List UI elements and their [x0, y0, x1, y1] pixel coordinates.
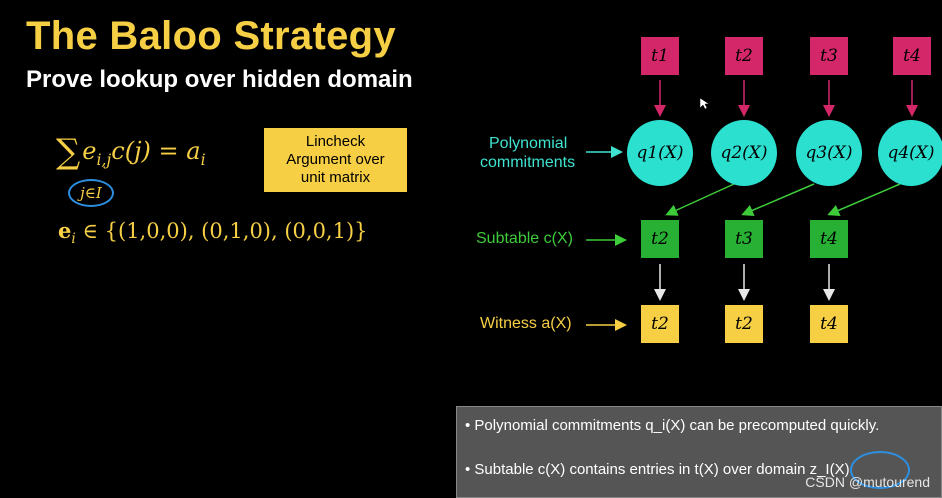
- note-item: • Subtable c(X) contains entries in t(X)…: [465, 461, 850, 478]
- commitment-q2: q2(X): [711, 120, 777, 186]
- table-box-t4: t4: [893, 37, 931, 75]
- notes-box: • Polynomial commitments q_i(X) can be p…: [456, 406, 942, 498]
- commitment-q1: q1(X): [627, 120, 693, 186]
- lincheck-box: Lincheck Argument over unit matrix: [264, 128, 407, 192]
- sum-formula: ∑ei,jc(j) = ai: [56, 132, 206, 172]
- witness-entry: t2: [725, 305, 763, 343]
- commitment-q3: q3(X): [796, 120, 862, 186]
- witness-entry: t2: [641, 305, 679, 343]
- table-box-t3: t3: [810, 37, 848, 75]
- table-box-t2: t2: [725, 37, 763, 75]
- unit-vector-formula: ei ∈ {(1,0,0), (0,1,0), (0,0,1)}: [58, 218, 368, 248]
- subtable-entry: t2: [641, 220, 679, 258]
- slide-title: The Baloo Strategy: [26, 14, 396, 58]
- witness-entry: t4: [810, 305, 848, 343]
- sigma-symbol: ∑: [56, 132, 81, 172]
- slide-subtitle: Prove lookup over hidden domain: [26, 66, 413, 93]
- subtable-entry: t4: [810, 220, 848, 258]
- sum-index-highlight: j∈I: [68, 179, 114, 207]
- witness-label: Witness a(X): [480, 315, 572, 332]
- commitment-q4: q4(X): [878, 120, 942, 186]
- note-item: • Polynomial commitments q_i(X) can be p…: [465, 417, 880, 434]
- watermark: CSDN @mutourend: [805, 474, 930, 490]
- domain-highlight-ellipse: [850, 451, 910, 489]
- subtable-entry: t3: [725, 220, 763, 258]
- commitments-label: Polynomial commitments: [480, 135, 576, 171]
- mouse-cursor-icon: [699, 97, 710, 110]
- subtable-label: Subtable c(X): [476, 230, 573, 247]
- table-box-t1: t1: [641, 37, 679, 75]
